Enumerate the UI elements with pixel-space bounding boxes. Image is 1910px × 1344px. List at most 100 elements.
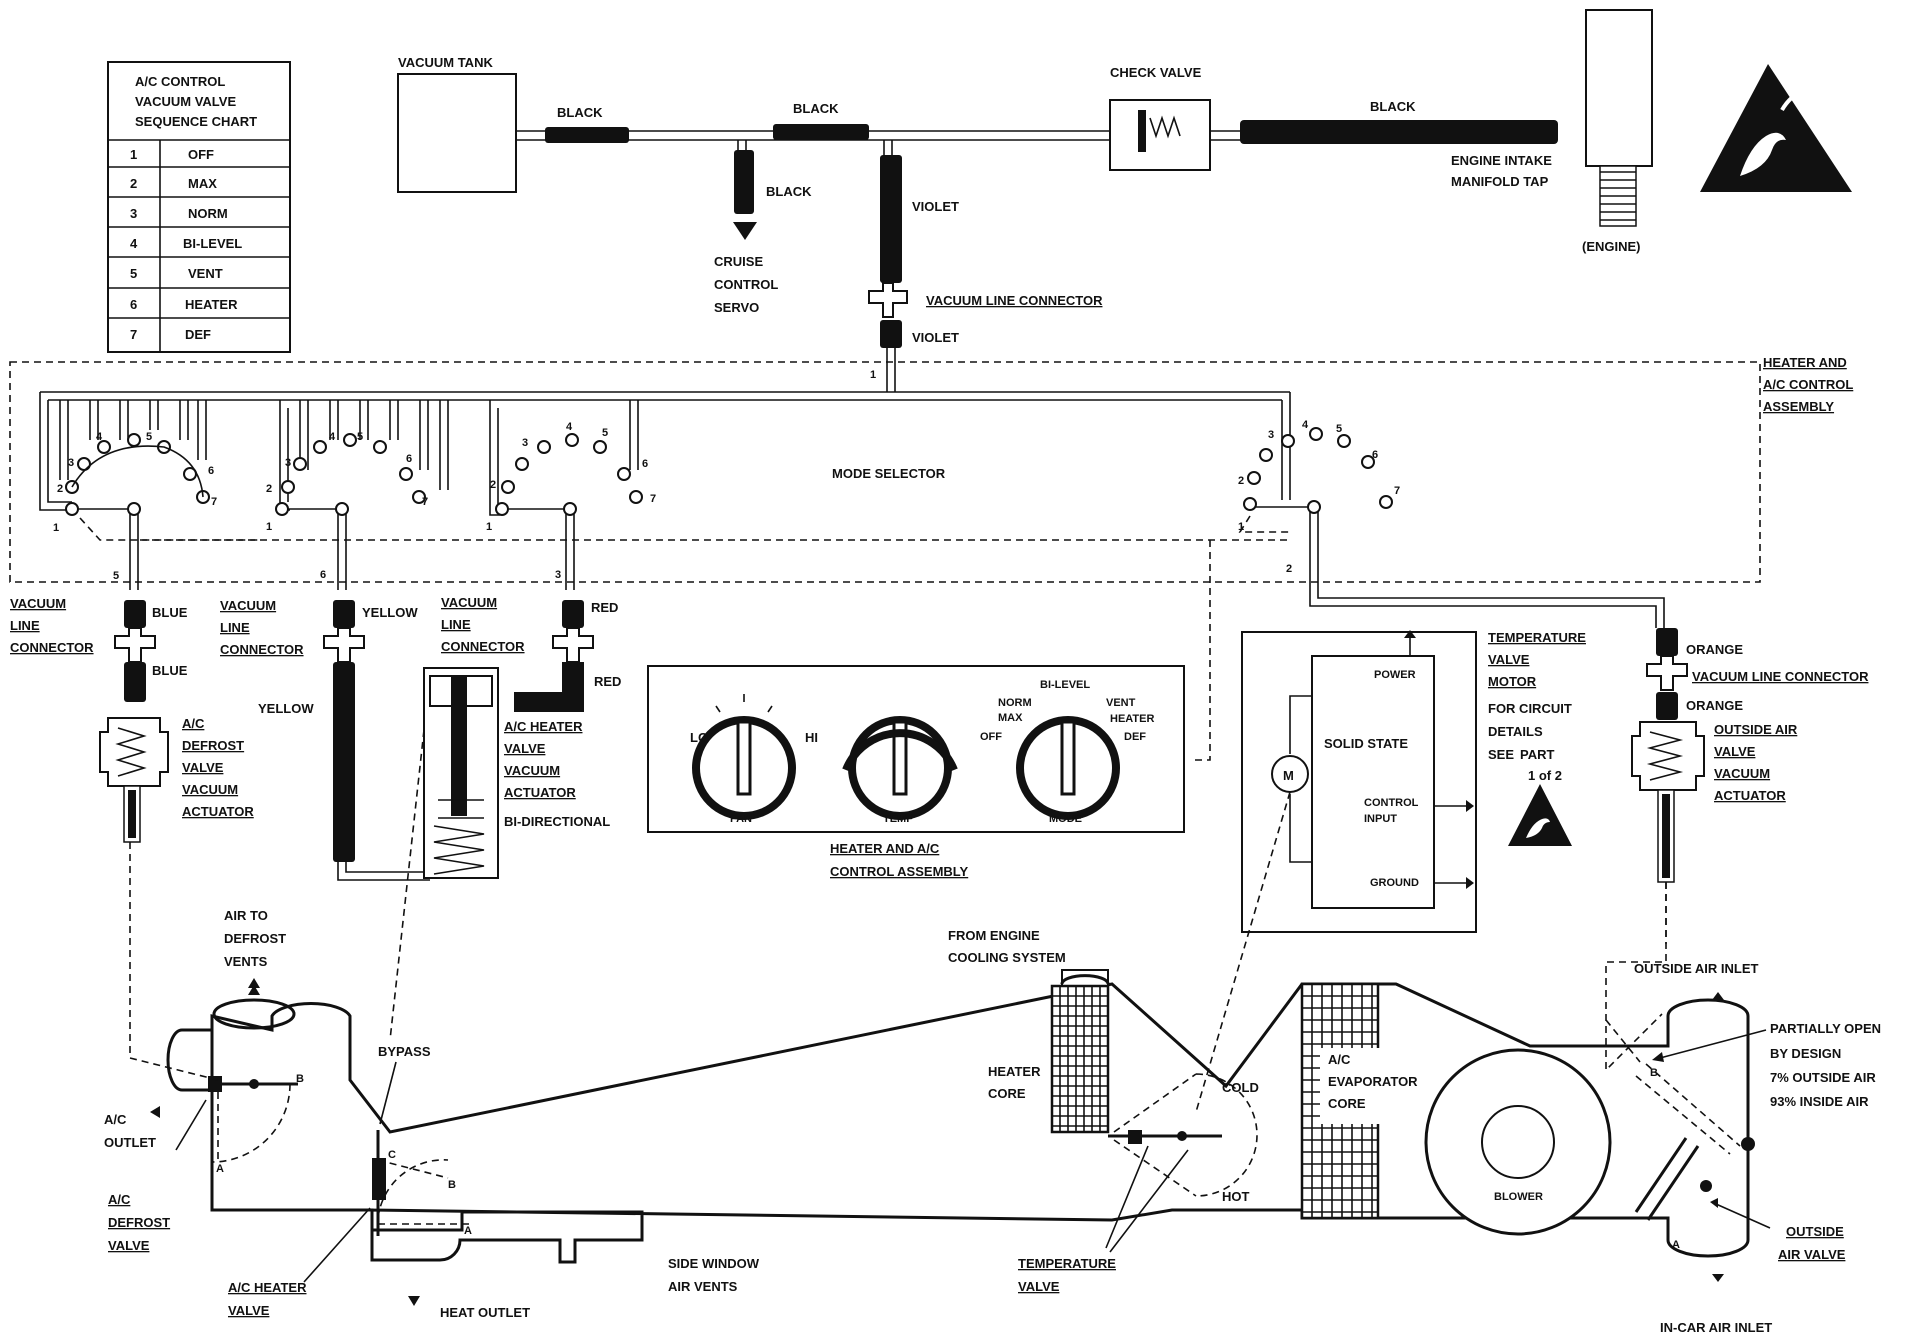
connector-red: 3 RED RED VACUUM LINE CONNECTOR — [441, 569, 621, 712]
temperature-valve-motor: POWER SOLID STATE CONTROL INPUT GROUND M… — [1195, 630, 1586, 1113]
svg-text:5: 5 — [357, 431, 363, 443]
heater-valve-actuator: A/C HEATER VALVE VACUUM ACTUATOR BI-DIRE… — [389, 667, 610, 1041]
svg-text:A/C HEATER: A/C HEATER — [504, 719, 583, 734]
engine-tap-line-2: MANIFOLD TAP — [1451, 174, 1549, 189]
svg-text:BYPASS: BYPASS — [378, 1044, 431, 1059]
svg-text:3: 3 — [1268, 429, 1274, 441]
chart-title-line-2: VACUUM VALVE — [135, 94, 236, 109]
svg-text:VACUUM: VACUUM — [1714, 766, 1770, 781]
svg-text:1 of 2: 1 of 2 — [1528, 768, 1562, 783]
svg-text:PART: PART — [1520, 747, 1554, 762]
svg-text:7: 7 — [1394, 485, 1400, 497]
chart-row-num: 3 — [130, 206, 137, 221]
svg-text:OUTLET: OUTLET — [104, 1135, 156, 1150]
check-valve-label: CHECK VALVE — [1110, 65, 1202, 80]
svg-text:BLOWER: BLOWER — [1494, 1191, 1543, 1203]
svg-text:HEATER: HEATER — [1110, 713, 1154, 725]
svg-text:2: 2 — [490, 479, 496, 491]
svg-text:A/C HEATER: A/C HEATER — [228, 1280, 307, 1295]
hose-color-label: VIOLET — [912, 199, 959, 214]
svg-text:7: 7 — [650, 493, 656, 505]
svg-text:CONTROL ASSEMBLY: CONTROL ASSEMBLY — [830, 864, 969, 879]
svg-text:B: B — [448, 1179, 456, 1191]
vacuum-line-connector-label: VACUUM LINE CONNECTOR — [926, 293, 1103, 308]
cruise-line-3: SERVO — [714, 300, 759, 315]
svg-text:FOR CIRCUIT: FOR CIRCUIT — [1488, 701, 1572, 716]
temp-knob: TEMP — [842, 716, 958, 825]
svg-text:A/C: A/C — [108, 1192, 131, 1207]
connector-yellow: 6 YELLOW YELLOW VACUUM LINE CONNECTOR — [220, 569, 430, 881]
svg-text:VALVE: VALVE — [108, 1238, 150, 1253]
svg-text:7: 7 — [211, 496, 217, 508]
control-panel: LO HI FAN TEMP MODE BI-LEVEL NORM MAX OF… — [647, 665, 1185, 879]
vacuum-tank-label: VACUUM TANK — [398, 55, 493, 70]
chart-row-num: 4 — [130, 236, 138, 251]
blower: BLOWER — [1424, 1048, 1612, 1236]
engine-label: (ENGINE) — [1582, 239, 1641, 254]
vacuum-tank — [397, 73, 517, 193]
vacuum-supply: VACUUM TANK BLACK BLACK CHECK VALVE BLAC… — [397, 9, 1852, 392]
svg-text:CONNECTOR: CONNECTOR — [441, 639, 525, 654]
static-warning-icon — [1700, 64, 1852, 192]
svg-text:AIR TO: AIR TO — [224, 908, 268, 923]
svg-text:VALVE: VALVE — [228, 1303, 270, 1318]
svg-text:HEATER: HEATER — [988, 1064, 1041, 1079]
svg-text:COLD: COLD — [1222, 1080, 1259, 1095]
svg-text:VENTS: VENTS — [224, 954, 268, 969]
chart-row-mode: DEF — [185, 327, 211, 342]
svg-text:HI: HI — [805, 730, 818, 745]
engine-tap-line-1: ENGINE INTAKE — [1451, 153, 1552, 168]
engine-intake-tap — [1585, 9, 1653, 167]
svg-text:BLUE: BLUE — [152, 605, 188, 620]
svg-text:A: A — [216, 1163, 224, 1175]
defrost-valve-actuator: A/C DEFROST VALVE VACUUM ACTUATOR — [99, 716, 254, 843]
svg-text:VALVE: VALVE — [1714, 744, 1756, 759]
svg-text:3: 3 — [522, 437, 528, 449]
svg-text:TEMPERATURE: TEMPERATURE — [1018, 1256, 1116, 1271]
svg-text:DEFROST: DEFROST — [108, 1215, 170, 1230]
svg-text:ACTUATOR: ACTUATOR — [182, 804, 254, 819]
svg-text:OUTSIDE: OUTSIDE — [1786, 1224, 1844, 1239]
connector-blue: 5 BLUE BLUE VACUUM LINE CONNECTOR — [10, 570, 188, 702]
svg-text:VALVE: VALVE — [1488, 652, 1530, 667]
svg-text:FAN: FAN — [730, 813, 752, 825]
svg-text:HEATER AND A/C: HEATER AND A/C — [830, 841, 940, 856]
svg-text:1: 1 — [486, 521, 492, 533]
svg-text:3: 3 — [555, 569, 561, 581]
svg-text:CONNECTOR: CONNECTOR — [10, 640, 94, 655]
svg-text:VACUUM: VACUUM — [504, 763, 560, 778]
outside-air-valve-actuator: OUTSIDE AIR VALVE VACUUM ACTUATOR — [1631, 721, 1798, 883]
selector-valve: 1 2 3 4 5 6 7 — [1238, 419, 1665, 628]
svg-text:ACTUATOR: ACTUATOR — [504, 785, 576, 800]
svg-text:7% OUTSIDE AIR: 7% OUTSIDE AIR — [1770, 1070, 1876, 1085]
svg-text:HOT: HOT — [1222, 1189, 1250, 1204]
svg-text:6: 6 — [1372, 449, 1378, 461]
svg-text:COOLING SYSTEM: COOLING SYSTEM — [948, 950, 1066, 965]
svg-text:NORM: NORM — [998, 697, 1032, 709]
svg-text:A: A — [1672, 1239, 1680, 1251]
svg-text:DEFROST: DEFROST — [182, 738, 244, 753]
svg-text:M: M — [1283, 768, 1294, 783]
svg-text:6: 6 — [320, 569, 326, 581]
svg-text:AIR VALVE: AIR VALVE — [1778, 1247, 1846, 1262]
svg-text:VACUUM: VACUUM — [441, 595, 497, 610]
svg-text:6: 6 — [406, 453, 412, 465]
cruise-line-1: CRUISE — [714, 254, 763, 269]
chart-row-num: 1 — [130, 147, 137, 162]
selector-valve: 1 2 3 4 5 6 7 — [39, 392, 260, 590]
svg-text:OFF: OFF — [980, 731, 1002, 743]
svg-text:CONNECTOR: CONNECTOR — [220, 642, 304, 657]
svg-text:CORE: CORE — [988, 1086, 1026, 1101]
svg-text:DEF: DEF — [1124, 731, 1146, 743]
svg-text:5: 5 — [113, 570, 119, 582]
svg-text:6: 6 — [208, 465, 214, 477]
svg-text:5: 5 — [602, 427, 608, 439]
svg-text:1: 1 — [266, 521, 272, 533]
selector-valve: 1 2 3 4 5 6 7 — [486, 400, 656, 590]
port-number: 1 — [870, 369, 876, 381]
svg-text:VACUUM: VACUUM — [220, 598, 276, 613]
svg-text:B: B — [1650, 1067, 1658, 1079]
hose-color-label: BLACK — [1370, 99, 1416, 114]
svg-text:SOLID STATE: SOLID STATE — [1324, 736, 1408, 751]
